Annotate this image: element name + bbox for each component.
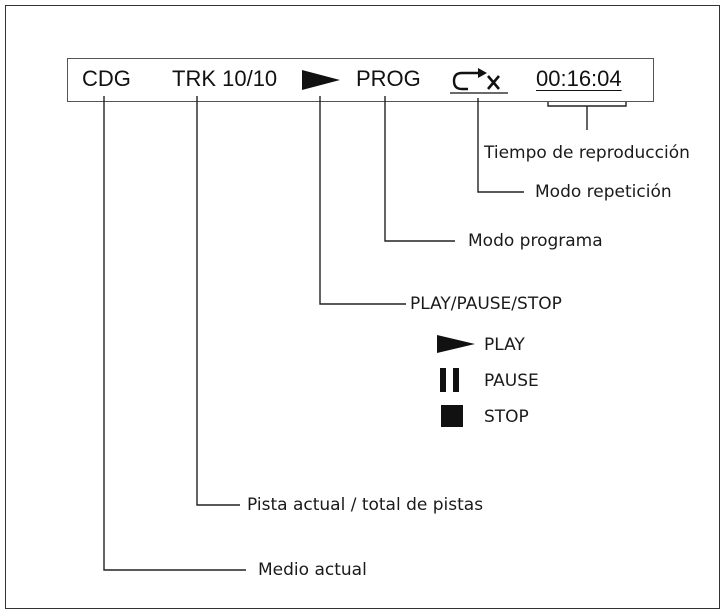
- callout-play-pause-stop: PLAY/PAUSE/STOP: [410, 294, 562, 314]
- legend-stop-label: STOP: [484, 407, 529, 427]
- callout-current-media: Medio actual: [258, 560, 367, 580]
- legend-pause-label: PAUSE: [484, 371, 539, 391]
- program-indicator: PROG: [356, 66, 421, 91]
- diagram-frame: [5, 5, 720, 609]
- callout-program-mode: Modo programa: [468, 231, 603, 251]
- callout-playback-time: Tiempo de reproducción: [484, 143, 690, 163]
- callout-current-track-total: Pista actual / total de pistas: [247, 495, 484, 515]
- playback-time: 00:16:04: [536, 66, 622, 91]
- pause-icon: [440, 368, 459, 392]
- media-indicator: CDG: [82, 66, 131, 91]
- callout-repeat-mode: Modo repetición: [535, 182, 672, 202]
- repeat-off-icon: [450, 68, 508, 94]
- play-icon: [302, 70, 340, 90]
- track-indicator: TRK 10/10: [172, 66, 278, 91]
- stop-icon: [441, 405, 463, 427]
- legend-play-label: PLAY: [484, 335, 525, 355]
- play-icon: [437, 335, 475, 353]
